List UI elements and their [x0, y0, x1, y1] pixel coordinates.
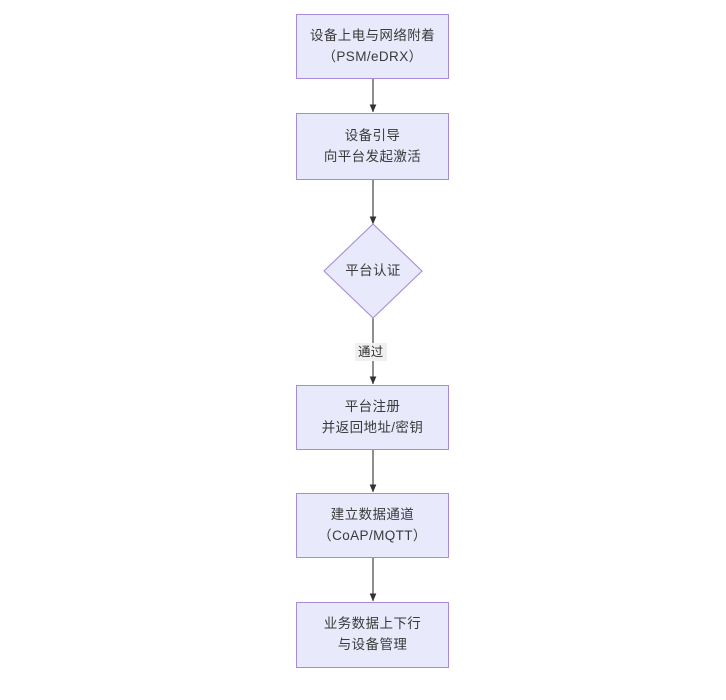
node-text-line: 设备引导	[344, 127, 401, 143]
process-node-data-channel[interactable]: 建立数据通道 （CoAP/MQTT）	[296, 493, 449, 558]
node-text-line: 与设备管理	[337, 637, 408, 652]
decision-node-platform-auth-shape[interactable]	[323, 223, 423, 319]
process-node-device-bootstrap[interactable]: 设备引导 向平台发起激活	[296, 113, 449, 180]
node-text-line: 并返回地址/密钥	[321, 419, 424, 435]
process-node-device-power-on[interactable]: 设备上电与网络附着 （PSM/eDRX）	[296, 14, 449, 79]
node-text-line: （CoAP/MQTT）	[318, 527, 427, 543]
node-text-line: 平台注册	[344, 398, 401, 414]
node-text-line: 向平台发起激活	[323, 148, 422, 164]
process-node-business-data[interactable]: 业务数据上下行 与设备管理	[296, 602, 449, 668]
edge-label-pass: 通过	[355, 343, 387, 362]
node-text-line: 建立数据通道	[330, 506, 415, 522]
node-text-line: （PSM/eDRX）	[322, 48, 423, 64]
node-text-line: 设备上电与网络附着	[309, 27, 436, 43]
edge-label-text: 通过	[358, 345, 384, 359]
process-node-platform-registration[interactable]: 平台注册 并返回地址/密钥	[296, 385, 449, 450]
node-text-line: 业务数据上下行	[323, 616, 422, 632]
